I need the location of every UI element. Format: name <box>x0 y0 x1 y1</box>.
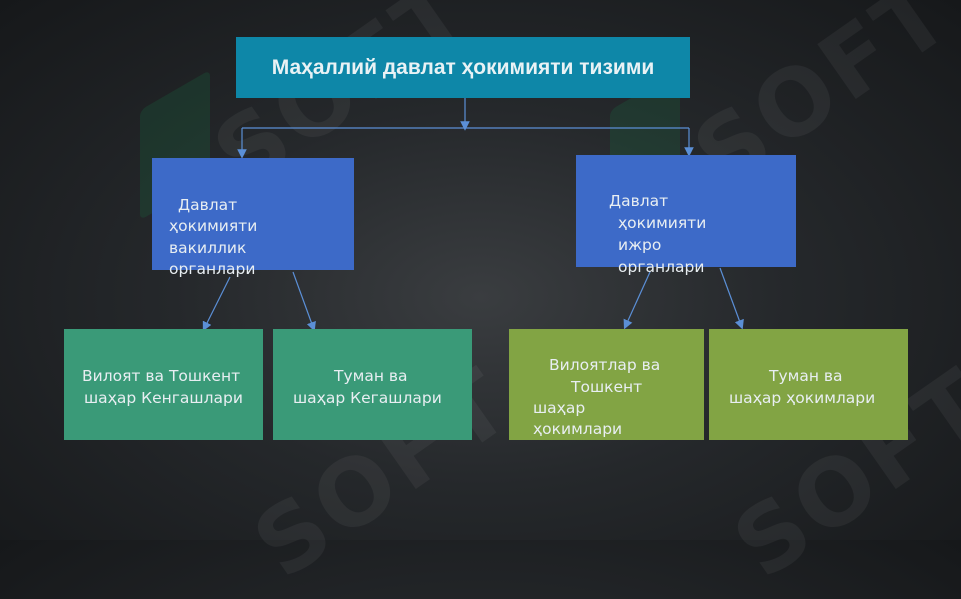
node-label-line: вакиллик <box>169 239 247 257</box>
node-label-line: Давлат <box>178 196 238 214</box>
diagram-canvas: SOFT SOFT SOFT SOFT Маҳаллий давлат ҳоки… <box>64 37 908 440</box>
node-district-governors: Туман ва шаҳар ҳокимлари <box>709 329 908 440</box>
node-label-line: органлари <box>618 258 705 276</box>
node-label-line: ҳокимияти <box>169 217 258 235</box>
node-label-line: шаҳар Кенгашлари <box>84 389 243 407</box>
node-label-line: Туман ва <box>769 367 843 385</box>
node-label-line: Давлат <box>609 192 669 210</box>
node-executive-organs: Давлат ҳокимияти ижро органлари <box>576 155 796 276</box>
node-representative-organs: Давлат ҳокимияти вакиллик органлари <box>152 158 354 278</box>
node-label-line: ҳокимлари <box>533 420 623 438</box>
node-label-line: Туман ва <box>334 367 408 385</box>
node-label-line: ҳокимияти <box>618 214 707 232</box>
node-district-councils: Туман ва шаҳар Кегашлари <box>273 329 472 440</box>
node-label-line: ижро <box>618 236 662 254</box>
node-label-line: шаҳар ҳокимлари <box>729 389 876 407</box>
node-label-line: Тошкент <box>571 378 643 396</box>
title-node: Маҳаллий давлат ҳокимияти тизими <box>236 37 690 98</box>
node-regional-councils: Вилоят ва Тошкент шаҳар Кенгашлари <box>64 329 263 440</box>
node-regional-governors: Вилоятлар ва Тошкент шаҳар ҳокимлари <box>509 329 704 440</box>
connector-lines <box>202 98 744 332</box>
node-label-line: шаҳар Кегашлари <box>293 389 442 407</box>
connector-exec-leaf-1 <box>623 271 651 330</box>
title-text: Маҳаллий давлат ҳокимияти тизими <box>271 56 655 79</box>
node-label-line: органлари <box>169 260 256 278</box>
connector-exec-leaf-2 <box>719 267 744 330</box>
connector-rep-leaf-1 <box>202 276 231 332</box>
node-label-line: шаҳар <box>533 399 586 417</box>
connector-rep-leaf-2 <box>292 271 316 332</box>
node-label-line: Вилоятлар ва <box>549 356 661 374</box>
node-label-line: Вилоят ва Тошкент <box>82 367 241 385</box>
